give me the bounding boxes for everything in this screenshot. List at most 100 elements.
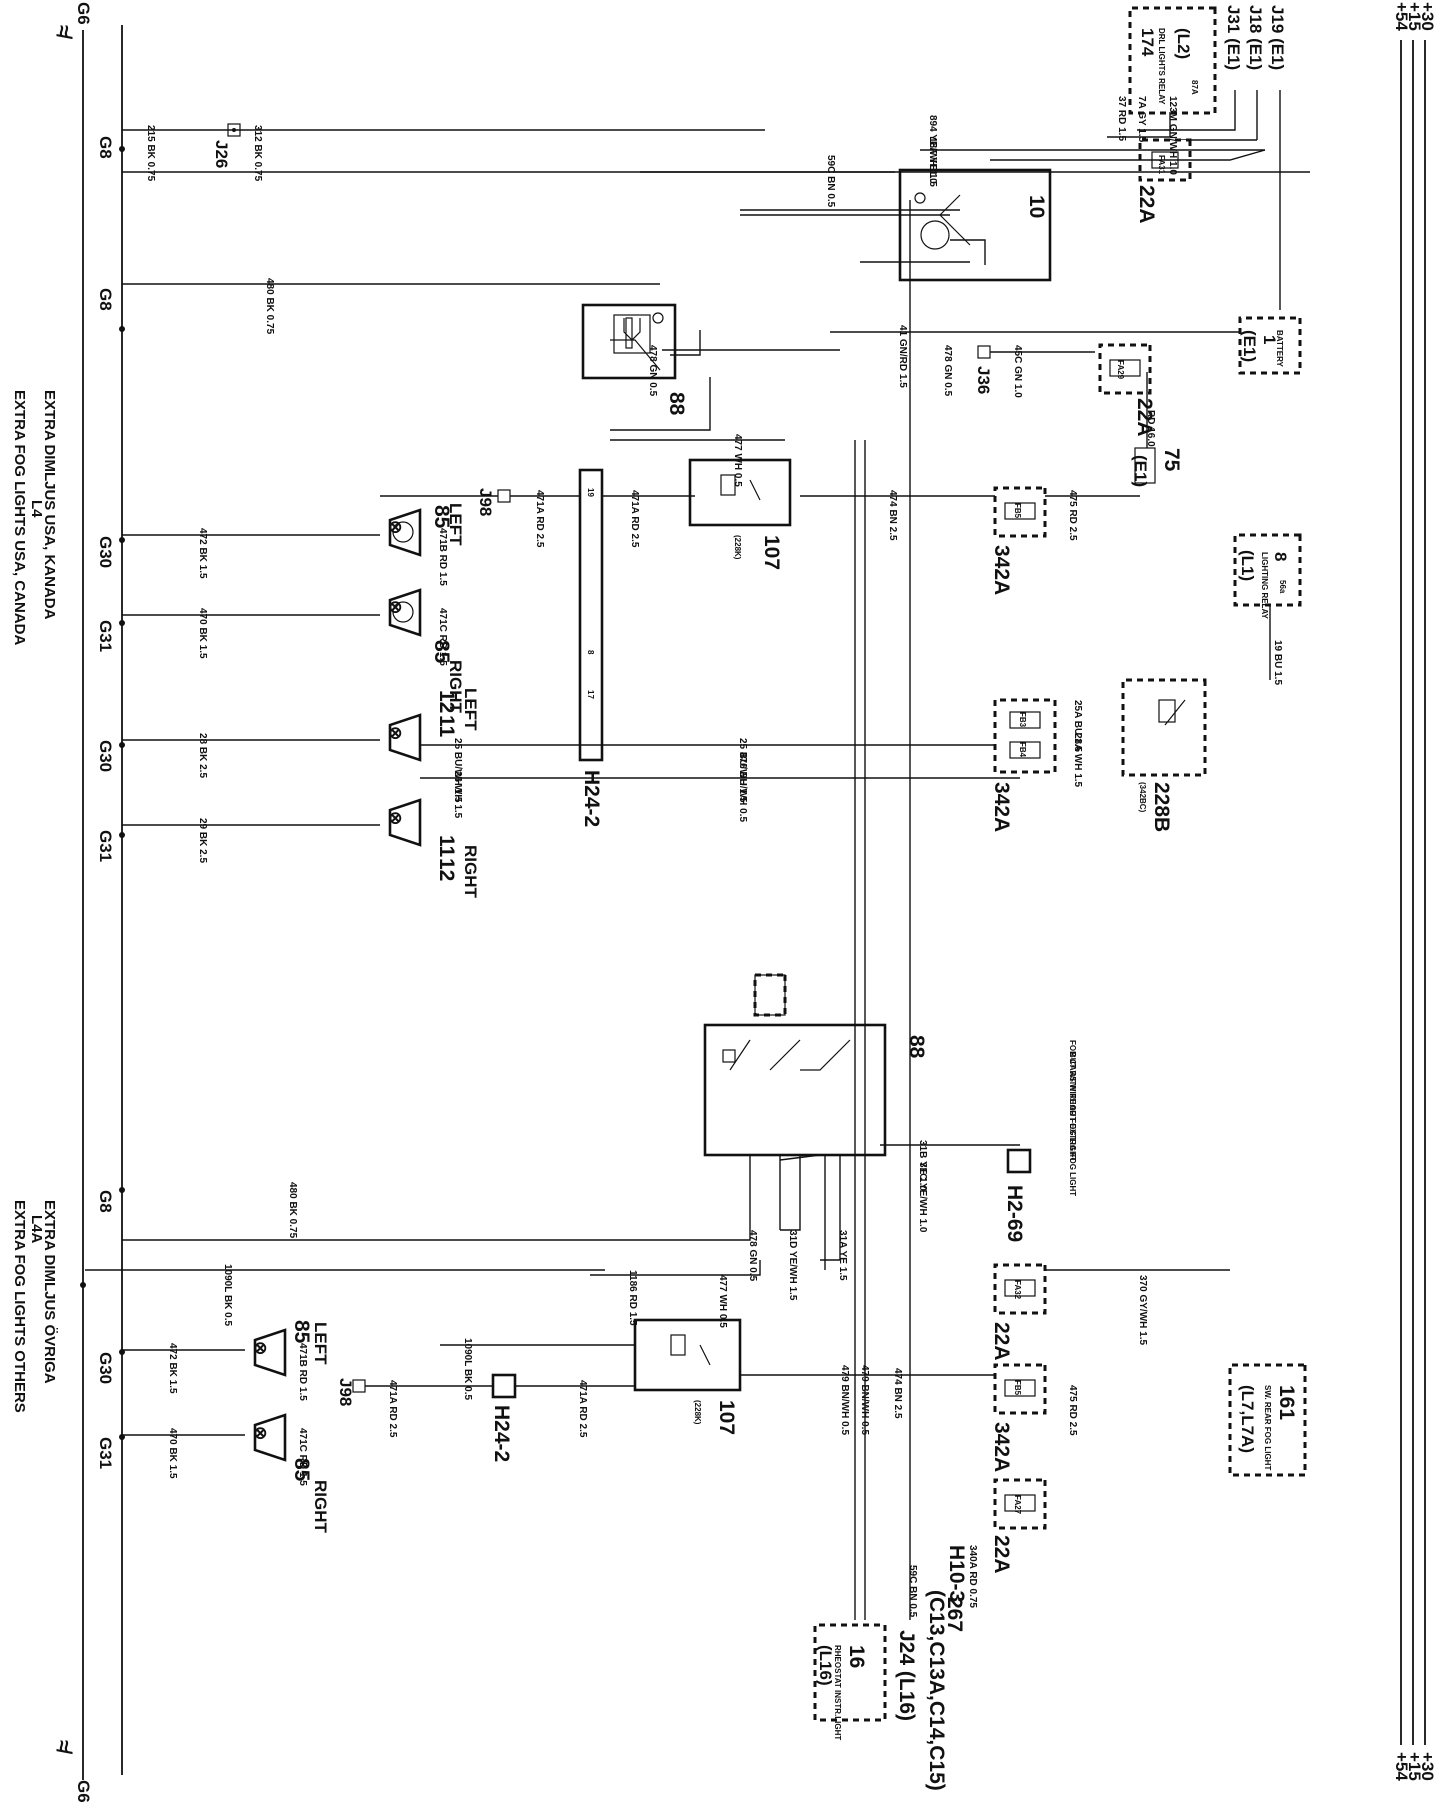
wire-28: 28 BK 2.5: [197, 733, 208, 778]
h24-pin-17: 17: [586, 690, 595, 699]
wire-471a-lower: 471A RD 2.5: [577, 1380, 588, 1438]
fuse-fa32: [993, 1263, 1047, 1315]
wire-472-upper: 472 BK 1.5: [197, 528, 208, 579]
relay-107-lower: [633, 1318, 742, 1392]
wire-471c-lower: 471C RD 1.5: [297, 1428, 308, 1486]
wire-31b: 31B YE 1.0: [917, 1140, 928, 1191]
fuse-fb4: FB4: [1018, 742, 1027, 758]
headlight-right-11: 11: [435, 835, 458, 858]
fuse-75: [1134, 447, 1156, 484]
lamp-xx-icon-2: ⊗: [386, 811, 405, 825]
indicator-lamp-upper-icon: [652, 312, 664, 324]
fuse-block-342a-label: 342A: [990, 782, 1013, 832]
battery-1: [1238, 316, 1302, 375]
headlight-left-side: LEFT: [461, 688, 480, 731]
caption-l4a-line2: EXTRA FOG LIGHTS OTHERS: [11, 1200, 28, 1413]
wire-18f: 18F YE 1.5: [927, 137, 938, 187]
ground-label-g8-3: G8: [96, 1190, 115, 1213]
fuse-fb5-upper: [993, 486, 1047, 538]
wire-1090l-lower: 1090L BK 0.5: [462, 1338, 473, 1401]
rail-label-30-top: +30: [1418, 2, 1437, 31]
fuse-fa27: [993, 1478, 1047, 1530]
lighting-relay-8-pin: 56a: [1278, 580, 1287, 594]
fog-light-symbol-upper-icon: [613, 314, 651, 354]
rail-label-15-bottom: +15: [1405, 1752, 1424, 1781]
headlamp-85-right-lower-side: RIGHT: [311, 1480, 330, 1534]
wire-28a: 28A WH 1.5: [1072, 733, 1083, 788]
wire-472-lower: 472 BK 1.5: [167, 1343, 178, 1394]
ground-label-g30-3: G30: [96, 1352, 115, 1384]
light-switch-10-label: 10: [1025, 195, 1048, 218]
fuse-fb5-upper-label: FB5: [1013, 503, 1022, 519]
ground-label-g31-3: G31: [96, 1437, 115, 1469]
ground-label-g30-2: G30: [96, 740, 115, 772]
rheostat-16-number: 16: [845, 1645, 868, 1668]
headlamp-85-left-upper-side: LEFT: [446, 503, 465, 546]
wire-59c-lower: 59C BN 0.5: [907, 1565, 918, 1618]
wire-471c-upper: 471C RD 1.5: [437, 608, 448, 666]
wire-479-1: 479 BN/WH 0.5: [859, 1365, 870, 1435]
wire-477-lower: 477 WH 0.5: [717, 1275, 728, 1328]
lamp-x-icon-2: ⊗: [386, 600, 405, 614]
drl-relay-174-name: DRL LIGHTS RELAY: [1157, 28, 1166, 105]
wire-894: 894 YE/WH 1.0: [927, 115, 938, 184]
lamp-x-icon-1: ⊗: [386, 520, 405, 534]
splice-j98-upper: [497, 489, 511, 503]
splice-j26-text: J26: [212, 140, 231, 168]
lamp-x-icon-4: ⊗: [251, 1426, 270, 1440]
headlight-left-12: 12: [435, 690, 458, 713]
switch-knob-icon: [920, 220, 950, 250]
ground-symbol-bottom-icon: ≉: [52, 1740, 75, 1755]
headlamp-85-right-lower-label: 85: [290, 1458, 313, 1482]
wire-478-mid: 478 GN 0.5: [942, 345, 953, 397]
headlamp-85-right-upper-side: RIGHT: [446, 660, 465, 714]
relay-107-lower-label: 107: [715, 1400, 738, 1435]
fog-switch-88-lower-label: 88: [905, 1035, 928, 1059]
connector-h24-2-upper-label: H24-2: [580, 770, 603, 827]
headlight-left-11: 11: [435, 715, 458, 738]
wire-476: 476 BU/WH 0.5: [737, 752, 748, 822]
ground-label-g31-2: G31: [96, 830, 115, 862]
wire-59c: 59C BN 0.5: [825, 155, 836, 208]
note-line-1: FOR CARS WITHOUT EXTRA FOG LIGHT: [1068, 1040, 1077, 1196]
fog-switch-88-upper: [581, 303, 677, 380]
headlamp-85-right-upper-label: 85: [430, 640, 453, 664]
ground-label-g30-1: G30: [96, 536, 115, 568]
rail-label-15-top: +15: [1405, 2, 1424, 31]
splice-j98-upper-label: J98: [476, 488, 495, 516]
headlight-left-12-11: ⊗: [386, 713, 422, 762]
wire-480-upper: 480 BK 0.75: [264, 278, 275, 335]
wire-41: 41 GN/RD 1.5: [897, 325, 908, 388]
wire-471b-lower: 471B RD 1.5: [297, 1343, 308, 1401]
fog-switch-88-lower: [703, 1023, 887, 1157]
fuse-fa32-label: FA32: [1013, 1280, 1022, 1300]
headlamp-85-left-lower-side: LEFT: [311, 1322, 330, 1365]
wire-31a-lower: 31A YE 1.5: [837, 1230, 848, 1281]
relay-107-upper-ref: (228K): [733, 535, 742, 560]
splice-j19: J19 (E1): [1268, 5, 1287, 70]
wire-31d: 31D YE/WH 1.5: [787, 1230, 798, 1301]
wire-471a-upper-2: 471A RD 2.5: [629, 490, 640, 548]
fuse-fa29-panel: 22A: [1133, 398, 1156, 437]
fuse-fa29-label: FA29: [1116, 360, 1125, 380]
rear-fog-switch-161-ref: (L7,L7A): [1238, 1385, 1257, 1453]
relay-228b-label: 228B: [1150, 782, 1173, 832]
rheostat-16-ref: (L16): [816, 1645, 835, 1686]
fuse-342a-lower: 342A: [990, 1422, 1013, 1472]
ground-label-g6-bottom: G6: [74, 1780, 93, 1803]
wire-478-upper: 478 GN 0.5: [647, 345, 658, 397]
connector-h2-69: [1006, 1148, 1032, 1174]
fuse-342a-upper: 342A: [990, 545, 1013, 595]
wire-475-lower: 475 RD 2.5: [1067, 1385, 1078, 1436]
fuse-fb3: FB3: [1018, 712, 1027, 728]
splice-j18: J18 (E1): [1246, 5, 1265, 70]
caption-l4-line2: EXTRA FOG LIGHTS USA, CANADA: [11, 390, 28, 645]
fuse-fb5-lower: [993, 1363, 1047, 1415]
fuse-fb5-lower-label: FB5: [1013, 1380, 1022, 1396]
wire-37: 37 RD 1.5: [1116, 96, 1127, 141]
connector-h24-2-upper: [578, 468, 604, 762]
wire-471a-upper: 471A RD 2.5: [534, 490, 545, 548]
wire-rd16: RD 16.0: [1145, 410, 1156, 447]
wire-474-lower: 474 BN 2.5: [892, 1368, 903, 1419]
wire-480-lower: 480 BK 0.75: [287, 1182, 298, 1239]
